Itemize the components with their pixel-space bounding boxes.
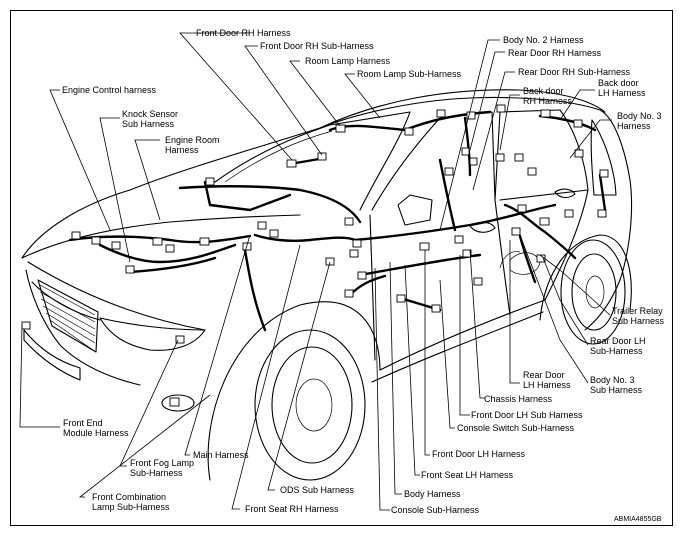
label-back-door-rh-line2: RH Harness bbox=[523, 96, 573, 106]
label-back-door-lh-line1: Back door bbox=[598, 78, 639, 88]
label-room-lamp-harness: Room Lamp Harness bbox=[305, 56, 391, 66]
label-front-end-module-line2: Module Harness bbox=[63, 428, 129, 438]
harness-routing bbox=[68, 110, 607, 332]
diagram-frame bbox=[10, 10, 673, 526]
label-engine-control-harness: Engine Control harness bbox=[62, 85, 157, 95]
label-knock-sensor-line2: Sub Harness bbox=[122, 119, 175, 129]
label-chassis-harness: Chassis Harness bbox=[484, 394, 553, 404]
label-body-no3-sub-line1: Body No. 3 bbox=[590, 375, 635, 385]
label-rear-door-lh-sub-line2: Sub-Harness bbox=[590, 346, 643, 356]
label-rear-door-lh-line1: Rear Door bbox=[523, 370, 565, 380]
label-front-door-rh-harness: Front Door RH Harness bbox=[196, 28, 291, 38]
label-engine-room-line2: Harness bbox=[165, 145, 199, 155]
label-room-lamp-sub-harness: Room Lamp Sub-Harness bbox=[357, 69, 462, 79]
vehicle-outline bbox=[21, 89, 633, 481]
label-console-switch-sub-harness: Console Switch Sub-Harness bbox=[457, 423, 575, 433]
label-front-door-lh-sub-harness: Front Door LH Sub Harness bbox=[471, 410, 583, 420]
label-body-no3-line2: Harness bbox=[617, 121, 651, 131]
label-ods-sub-harness: ODS Sub Harness bbox=[280, 485, 355, 495]
label-engine-room-line1: Engine Room bbox=[165, 135, 220, 145]
front-wheel bbox=[207, 301, 381, 481]
label-front-fog-lamp-line2: Sub-Harness bbox=[130, 468, 183, 478]
label-rear-door-lh-sub-line1: Rear Door LH bbox=[590, 336, 646, 346]
label-front-combination-line1: Front Combination bbox=[92, 492, 166, 502]
label-trailer-relay-line1: Trailer Relay bbox=[612, 306, 663, 316]
label-front-end-module-line1: Front End bbox=[63, 418, 103, 428]
label-back-door-lh-line2: LH Harness bbox=[598, 88, 646, 98]
label-rear-door-lh-line2: LH Harness bbox=[523, 380, 571, 390]
diagram-code: ABMIA4855GB bbox=[614, 516, 662, 523]
label-body-no3-line1: Body No. 3 bbox=[617, 111, 662, 121]
leader-lines bbox=[19, 32, 612, 511]
label-front-fog-lamp-line1: Front Fog Lamp bbox=[130, 458, 194, 468]
label-body-no2-harness: Body No. 2 Harness bbox=[503, 35, 584, 45]
label-front-door-lh-harness: Front Door LH Harness bbox=[432, 449, 526, 459]
label-front-seat-lh-harness: Front Seat LH Harness bbox=[421, 470, 514, 480]
label-console-sub-harness: Console Sub-Harness bbox=[391, 505, 480, 515]
rear-wheel bbox=[539, 234, 632, 345]
label-rear-door-rh-sub-harness: Rear Door RH Sub-Harness bbox=[518, 67, 631, 77]
label-back-door-rh-line1: Back door bbox=[523, 86, 564, 96]
label-main-harness: Main Harness bbox=[193, 450, 249, 460]
label-body-no3-sub-line2: Sub Harness bbox=[590, 385, 643, 395]
label-rear-door-rh-harness: Rear Door RH Harness bbox=[508, 48, 602, 58]
label-front-door-rh-sub-harness: Front Door RH Sub-Harness bbox=[260, 41, 374, 51]
label-trailer-relay-line2: Sub Harness bbox=[612, 316, 665, 326]
component-labels: Front Door RH Harness Front Door RH Sub-… bbox=[62, 28, 665, 523]
label-knock-sensor-line1: Knock Sensor bbox=[122, 109, 178, 119]
label-front-seat-rh-harness: Front Seat RH Harness bbox=[245, 504, 339, 514]
grille bbox=[37, 279, 99, 353]
connectors bbox=[21, 104, 609, 407]
label-body-harness: Body Harness bbox=[404, 489, 461, 499]
label-front-combination-line2: Lamp Sub-Harness bbox=[92, 502, 170, 512]
